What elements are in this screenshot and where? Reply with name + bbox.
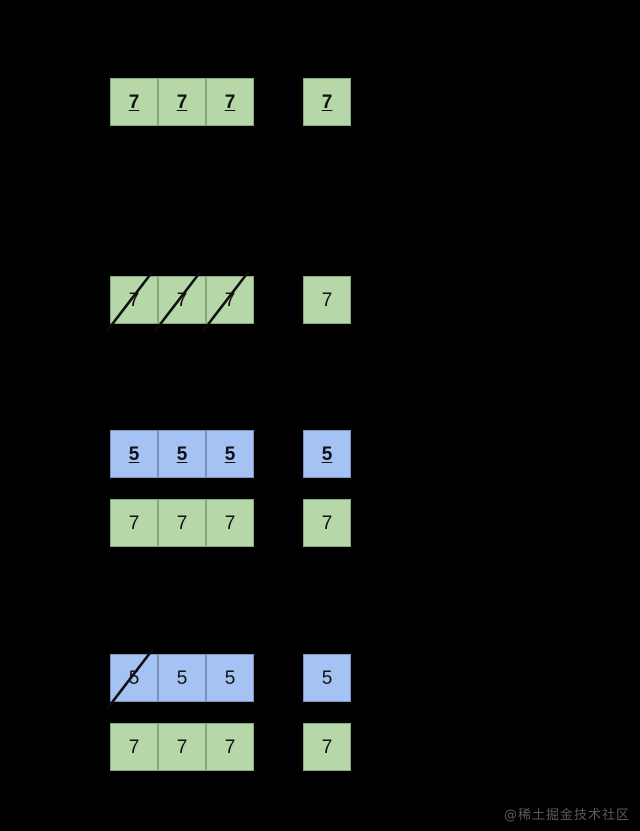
cell-green-left-3: 7	[206, 723, 259, 776]
cell-value: 7	[321, 512, 333, 534]
cell-green-left-1: 7	[110, 78, 163, 131]
cell-blue-left-3: 5	[206, 430, 259, 483]
cell-value: 7	[128, 736, 140, 758]
cell-blue-left-2: 5	[158, 654, 211, 707]
cell-green-left-3: 7	[201, 270, 259, 332]
cell-value: 7	[128, 91, 140, 113]
cell-green-left-1: 7	[110, 723, 163, 776]
cell-value: 7	[176, 512, 188, 534]
cell-value: 5	[224, 443, 236, 465]
cell-value: 5	[321, 443, 333, 465]
cell-value: 7	[176, 289, 188, 311]
cell-value: 7	[224, 736, 236, 758]
cell-green-right-1: 7	[303, 499, 356, 552]
cell-value: 5	[321, 667, 333, 689]
cell-value: 7	[128, 512, 140, 534]
cell-green-right-1: 7	[303, 78, 356, 131]
cell-value: 5	[176, 667, 188, 689]
cell-value: 5	[224, 667, 236, 689]
cell-green-left-1: 7	[110, 499, 163, 552]
cell-value: 7	[176, 736, 188, 758]
cell-green-left-2: 7	[158, 723, 211, 776]
cell-value: 7	[224, 91, 236, 113]
cell-green-left-2: 7	[158, 78, 211, 131]
cell-value: 7	[321, 736, 333, 758]
cell-blue-right-1: 5	[303, 430, 356, 483]
cell-value: 5	[128, 667, 140, 689]
watermark: @稀土掘金技术社区	[503, 808, 630, 823]
cell-green-left-3: 7	[206, 78, 259, 131]
cell-value: 5	[176, 443, 188, 465]
cell-value: 7	[128, 289, 140, 311]
cell-value: 7	[176, 91, 188, 113]
cell-blue-left-1: 5	[105, 648, 163, 710]
cell-blue-right-1: 5	[303, 654, 356, 707]
cell-green-left-2: 7	[158, 499, 211, 552]
cell-value: 7	[321, 289, 333, 311]
cell-green-right-1: 7	[303, 723, 356, 776]
cell-green-left-2: 7	[153, 270, 211, 332]
cell-blue-left-2: 5	[158, 430, 211, 483]
cell-value: 7	[224, 289, 236, 311]
cell-green-left-3: 7	[206, 499, 259, 552]
cell-blue-left-3: 5	[206, 654, 259, 707]
cell-green-right-1: 7	[303, 276, 356, 329]
cell-value: 5	[128, 443, 140, 465]
cell-blue-left-1: 5	[110, 430, 163, 483]
cell-value: 7	[224, 512, 236, 534]
cell-value: 7	[321, 91, 333, 113]
cell-green-left-1: 7	[105, 270, 163, 332]
